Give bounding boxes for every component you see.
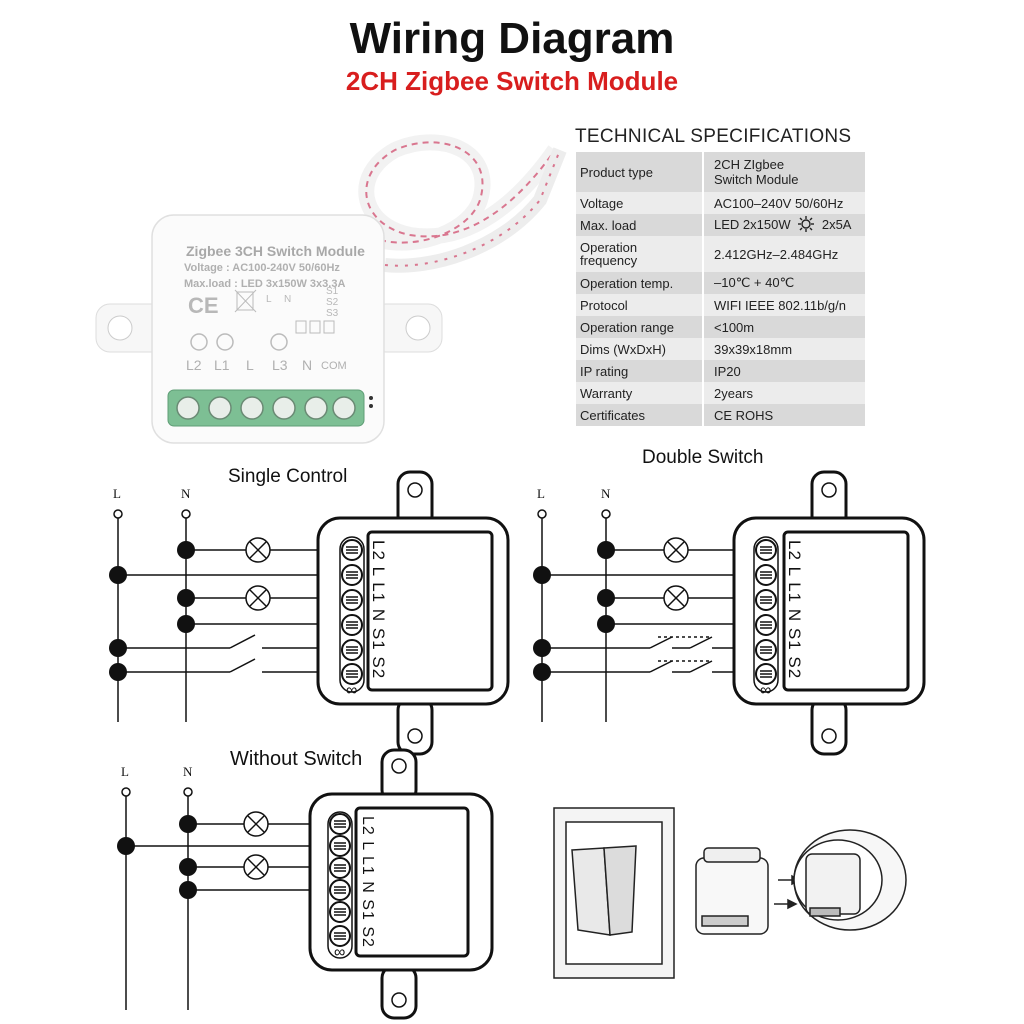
spec-row: Dims (WxDxH) 39x39x18mm [576, 338, 865, 360]
spec-row: IP rating IP20 [576, 360, 865, 382]
spec-row: Voltage AC100–240V 50/60Hz [576, 192, 865, 214]
line-n-label: N [601, 486, 611, 501]
spec-row: Operation range <100m [576, 316, 865, 338]
line-l-label: L [121, 764, 129, 779]
spec-value: 39x39x18mm [702, 338, 865, 360]
bulb-icon [798, 215, 815, 235]
spec-value: <100m [702, 316, 865, 338]
terminal-label: S2 [359, 926, 376, 948]
spec-label: Certificates [576, 404, 703, 426]
without-switch-diagram [117, 748, 494, 1020]
terminal-label: N [369, 608, 388, 623]
ce-mark: CE [188, 293, 219, 318]
terminal-label: L1 [359, 856, 376, 876]
terminal-label: L1 [369, 582, 388, 604]
module-s2: S2 [326, 297, 339, 308]
spec-value: WIFI IEEE 802.11b/g/n [702, 294, 865, 316]
spec-table: Product type 2CH ZIgbee Switch Module Vo… [576, 152, 865, 426]
spec-row: Operation frequency 2.412GHz–2.484GHz [576, 236, 865, 272]
line-n-label: N [181, 486, 191, 501]
spec-label: Warranty [576, 382, 703, 404]
module-terminal-l1: L1 [214, 357, 230, 373]
terminal-label: N [359, 881, 376, 894]
single-control-diagram [109, 470, 510, 756]
module-terminal-l: L [246, 357, 254, 373]
module-terminal-l2: L2 [186, 357, 202, 373]
terminal-label: S1 [359, 899, 376, 921]
terminal-label: L2 [785, 540, 804, 561]
spec-label: IP rating [576, 360, 703, 382]
spec-heading: TECHNICAL SPECIFICATIONS [575, 126, 852, 147]
module-terminal-l3: L3 [272, 357, 288, 373]
terminal-label: S2 [369, 656, 388, 680]
spec-label: Operation temp. [576, 272, 703, 294]
spec-label: Voltage [576, 192, 703, 214]
module-photo [95, 134, 567, 444]
spec-label: Product type [576, 152, 703, 192]
spec-label: Dims (WxDxH) [576, 338, 703, 360]
spec-row: Certificates CE ROHS [576, 404, 865, 426]
spec-row: Protocol WIFI IEEE 802.11b/g/n [576, 294, 865, 316]
loop-symbol: ∞ [760, 682, 772, 699]
terminal-label: L1 [785, 582, 804, 604]
line-l-label: L [113, 486, 121, 501]
terminal-label: L2 [369, 540, 388, 561]
page-title: Wiring Diagram [349, 14, 675, 63]
line-n-label: N [183, 764, 193, 779]
spec-value-2: 2x5A [821, 216, 852, 232]
spec-row: Max. load LED 2x150W 2x5A [576, 214, 865, 236]
terminal-label: L [369, 566, 388, 577]
page-subtitle: 2CH Zigbee Switch Module [345, 66, 679, 96]
without-switch-label: Without Switch [230, 748, 363, 770]
module-terminal-com: COM [321, 360, 347, 372]
spec-value: CE ROHS [702, 404, 865, 426]
double-switch-label: Double Switch [642, 447, 764, 468]
loop-symbol: ∞ [346, 682, 358, 699]
terminal-label: S1 [369, 627, 388, 651]
spec-label: Protocol [576, 294, 703, 316]
module-s3: S3 [326, 308, 339, 319]
spec-row: Product type 2CH ZIgbee Switch Module [576, 152, 865, 192]
spec-value: IP20 [702, 360, 865, 382]
module-small-n: N [284, 294, 292, 305]
terminal-label: S2 [785, 656, 804, 680]
double-switch-diagram [533, 470, 926, 756]
spec-value: 2CH ZIgbee Switch Module [702, 152, 865, 192]
spec-value: 2years [702, 382, 865, 404]
terminal-label: L2 [359, 816, 376, 836]
spec-label: Operation frequency [576, 236, 703, 272]
terminal-label: L [785, 566, 804, 577]
spec-row: Warranty 2years [576, 382, 865, 404]
spec-value-maxload: LED 2x150W 2x5A [702, 214, 865, 236]
module-terminal-n: N [302, 357, 313, 373]
module-maxload: Max.load : LED 3x150W 3x3.3A [184, 278, 346, 290]
installation-sketch [553, 807, 907, 979]
module-s1: S1 [326, 286, 339, 297]
spec-row: Operation temp. –10℃ + 40℃ [576, 272, 865, 294]
spec-value: –10℃ + 40℃ [702, 272, 865, 294]
spec-value: AC100–240V 50/60Hz [702, 192, 865, 214]
spec-label: Max. load [576, 214, 703, 236]
single-control-label: Single Control [228, 466, 348, 487]
module-name: Zigbee 3CH Switch Module [186, 243, 365, 259]
terminal-label: L [359, 841, 376, 851]
terminal-label: S1 [785, 627, 804, 651]
terminal-label: N [785, 608, 804, 623]
loop-symbol: ∞ [334, 944, 346, 961]
spec-value: 2.412GHz–2.484GHz [702, 236, 865, 272]
spec-label: Operation range [576, 316, 703, 338]
module-small-l: L [266, 294, 272, 305]
module-voltage: Voltage : AC100-240V 50/60Hz [184, 262, 340, 274]
spec-value: LED 2x150W [714, 216, 791, 232]
line-l-label: L [537, 486, 545, 501]
